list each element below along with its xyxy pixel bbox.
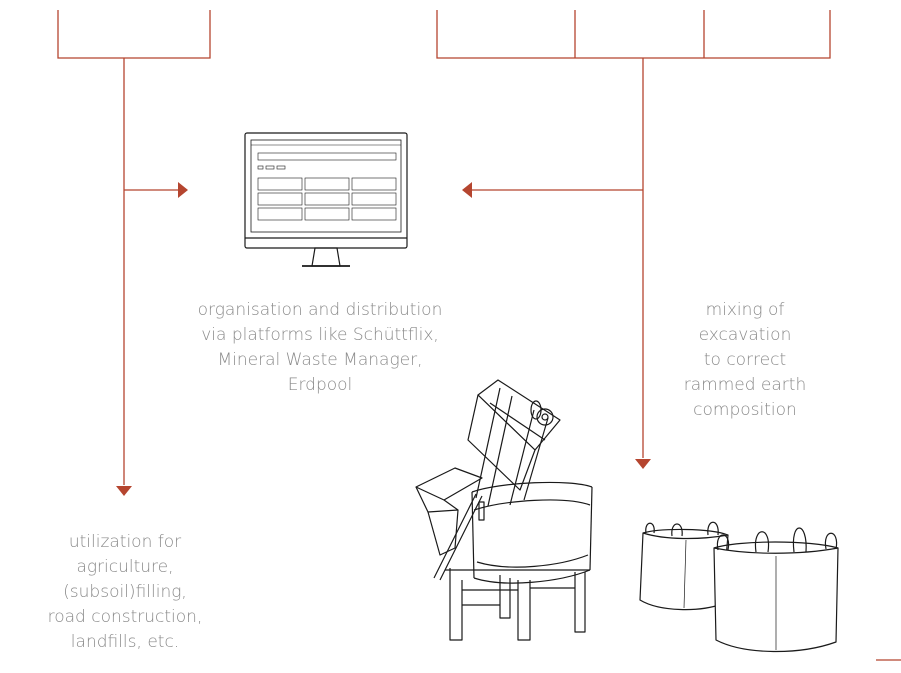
computer-monitor-icon [244,132,408,267]
caption-line: via platforms like Schüttflix, [201,325,439,345]
arrow-left-icon [462,182,472,198]
caption-line: road construction, [47,607,203,627]
utilization-caption: utilization for agriculture, (subsoil)fi… [40,530,210,655]
arrow-right-icon [178,182,188,198]
caption-line: excavation [698,325,792,345]
caption-line: (subsoil)filling, [63,582,187,602]
caption-line: composition [693,400,797,420]
platform-caption: organisation and distribution via platfo… [180,298,460,398]
caption-line: Mineral Waste Manager, [217,350,423,370]
mixing-caption: mixing of excavation to correct rammed e… [660,298,830,423]
caption-line: utilization for [68,532,182,552]
caption-line: mixing of [705,300,785,320]
caption-line: agriculture, [76,557,174,577]
left-bracket-line [57,10,211,59]
caption-line: organisation and distribution [197,300,443,320]
caption-line: to correct [703,350,787,370]
caption-line: landfills, etc. [70,632,180,652]
earth-mixer-machine-icon [415,379,593,641]
arrow-down-icon [116,486,132,496]
arrowheads [116,182,651,496]
bulk-bag-icon [639,521,839,653]
caption-line: Erdpool [287,375,353,395]
arrow-down-icon [635,459,651,469]
right-bracket-line [436,10,831,59]
caption-line: rammed earth [683,375,807,395]
connector-lines [57,10,901,661]
